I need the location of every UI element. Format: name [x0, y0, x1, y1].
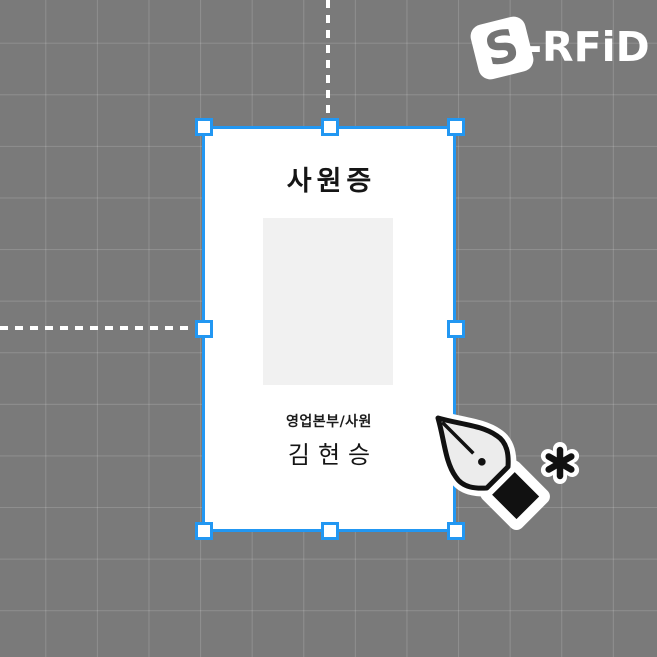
resize-handle-middle-left[interactable] — [195, 320, 213, 338]
brand-logo-text: -RFiD — [525, 23, 650, 71]
card-name-text[interactable]: 김현승 — [287, 441, 379, 469]
brand-logo-letter: S — [479, 17, 525, 78]
resize-handle-top-right[interactable] — [447, 118, 465, 136]
brand-logo: S -RFiD — [468, 14, 650, 82]
resize-handle-bottom-left[interactable] — [195, 522, 213, 540]
employee-card[interactable]: 사원증 영업본부/사원 김현승 — [202, 126, 456, 532]
asterisk-icon — [540, 442, 580, 484]
pen-slit — [441, 421, 475, 455]
resize-handle-bottom-middle[interactable] — [321, 522, 339, 540]
resize-handle-bottom-right[interactable] — [447, 522, 465, 540]
pen-nib-cursor-icon — [430, 410, 580, 530]
card-title-text[interactable]: 사원증 — [286, 166, 377, 197]
alignment-guide-vertical — [326, 0, 330, 116]
card-department-text[interactable]: 영업본부/사원 — [286, 414, 372, 430]
pen-breather-hole — [478, 458, 486, 466]
resize-handle-middle-right[interactable] — [447, 320, 465, 338]
photo-placeholder[interactable] — [263, 218, 393, 385]
resize-handle-top-middle[interactable] — [321, 118, 339, 136]
resize-handle-top-left[interactable] — [195, 118, 213, 136]
alignment-guide-horizontal — [0, 325, 194, 330]
